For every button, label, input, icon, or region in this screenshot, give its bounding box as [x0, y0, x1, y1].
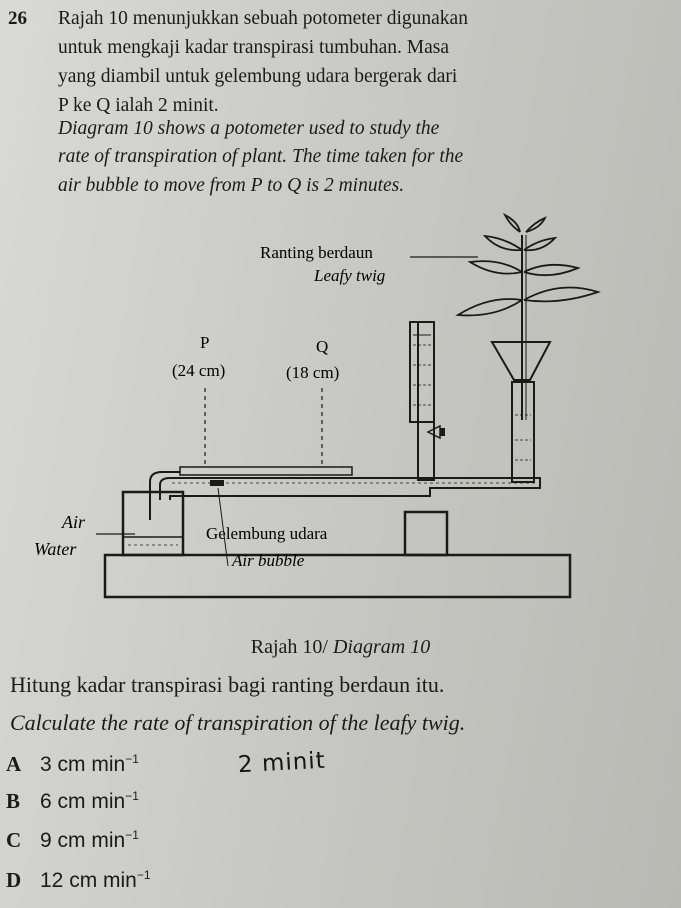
potometer-diagram: Ranting berdaun Leafy twig P Q (24 cm) (…	[34, 212, 601, 599]
label-water: Water	[34, 539, 77, 559]
label-twig-ms: Ranting berdaun	[260, 243, 373, 262]
question-text-ms-line-3: yang diambil untuk gelembung udara berge…	[58, 66, 458, 87]
label-bubble-en: Air bubble	[231, 551, 305, 570]
stand-base	[103, 553, 572, 599]
question-text-ms-line-4: P ke Q ialah 2 minit.	[58, 95, 219, 116]
option-letter: A	[6, 752, 22, 776]
diagram-caption: Rajah 10/ Diagram 10	[0, 636, 681, 659]
label-air: Air	[61, 512, 86, 532]
option-exponent: −1	[125, 828, 139, 842]
question-text-en-line-3: air bubble to move from P to Q is 2 minu…	[58, 175, 405, 196]
air-bubble-mark	[210, 480, 224, 486]
question-text-ms-line-1: Rajah 10 menunjukkan sebuah potometer di…	[58, 8, 468, 29]
option-exponent: −1	[125, 789, 139, 803]
scale-ruler	[179, 466, 353, 476]
right-support	[403, 510, 449, 557]
option-letter: D	[6, 868, 22, 892]
label-q: Q	[316, 337, 328, 356]
question-number: 26	[8, 8, 27, 29]
option-exponent: −1	[136, 868, 151, 882]
leaves-icon	[455, 212, 601, 317]
option-d[interactable]: D 12 cm min−1	[6, 868, 151, 893]
water-reservoir	[409, 321, 435, 423]
prompt-ms: Hitung kadar transpirasi bagi ranting be…	[10, 672, 445, 697]
option-a[interactable]: A 3 cm min−1	[6, 752, 139, 777]
caption-en: Diagram 10	[332, 636, 431, 658]
option-letter: B	[6, 789, 21, 813]
question-text-ms-line-2: untuk mengkaji kadar transpirasi tumbuha…	[58, 37, 449, 58]
option-value: 6 cm min	[40, 790, 126, 813]
label-p: P	[200, 333, 209, 352]
water-beaker	[121, 490, 185, 557]
option-value: 12 cm min	[40, 869, 137, 892]
option-c[interactable]: C 9 cm min−1	[6, 828, 139, 853]
label-bubble-ms: Gelembung udara	[206, 524, 328, 543]
funnel	[490, 341, 552, 381]
handwritten-note: 2 minit	[237, 747, 327, 779]
label-p-value: (24 cm)	[172, 361, 225, 380]
option-exponent: −1	[125, 752, 139, 766]
prompt-en: Calculate the rate of transpiration of t…	[10, 710, 466, 735]
question-text-en-line-2: rate of transpiration of plant. The time…	[58, 146, 464, 167]
question-text-en-line-1: Diagram 10 shows a potometer used to stu…	[58, 118, 440, 139]
option-b[interactable]: B 6 cm min−1	[6, 789, 139, 814]
option-letter: C	[6, 828, 22, 852]
option-value: 3 cm min	[40, 753, 126, 776]
option-value: 9 cm min	[40, 829, 126, 852]
label-q-value: (18 cm)	[286, 363, 339, 382]
label-twig-en: Leafy twig	[313, 266, 385, 285]
caption-ms: Rajah 10/	[250, 636, 333, 658]
